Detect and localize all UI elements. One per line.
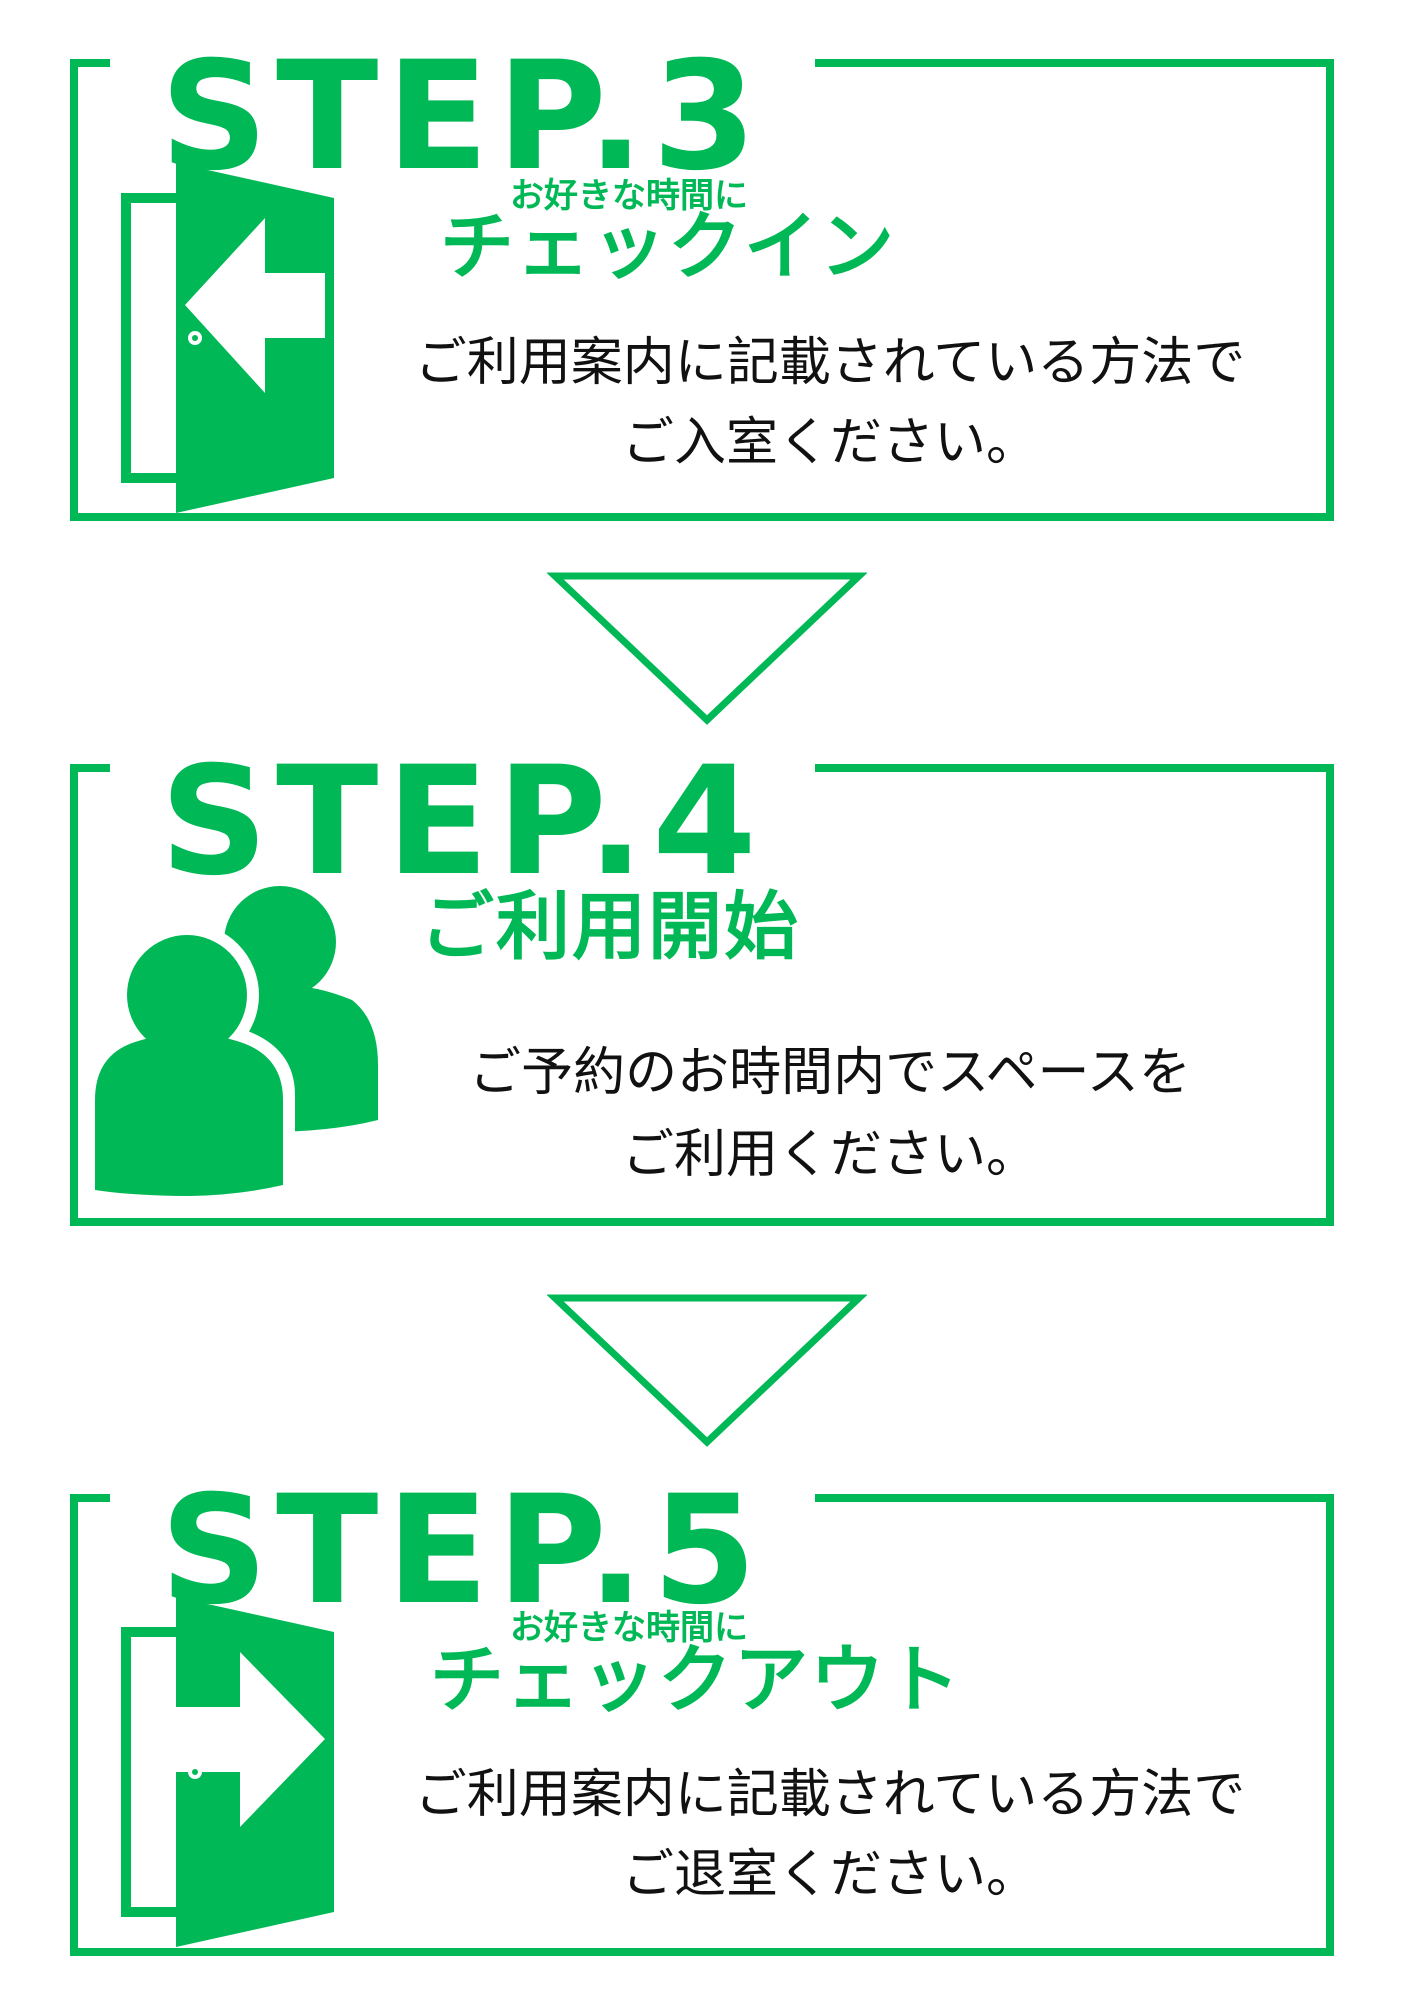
- step4-desc-line1: ご予約のお時間内でスペースを: [469, 1043, 1191, 1103]
- step5-subtitle: お好きな時間に: [510, 1608, 748, 1648]
- step5-label: STEP.5: [110, 1476, 815, 1626]
- step3-title: チェックイン: [440, 204, 896, 290]
- step4-title: ご利用開始: [420, 884, 800, 970]
- step4-desc-line2: ご利用ください。: [621, 1125, 1038, 1185]
- down-triangle-arrow-1: [547, 572, 867, 725]
- door-enter-icon: [121, 163, 334, 513]
- step5-title: チェックアウト: [430, 1637, 962, 1723]
- down-triangle-arrow-2: [547, 1294, 867, 1447]
- door-exit-icon: [121, 1597, 334, 1947]
- step3-subtitle: お好きな時間に: [510, 176, 748, 216]
- step3-desc-line2: ご入室ください。: [621, 413, 1038, 473]
- step3-label: STEP.3: [110, 42, 815, 192]
- step3-desc-line1: ご利用案内に記載されている方法で: [414, 333, 1246, 393]
- step5-desc-line2: ご退室ください。: [621, 1845, 1038, 1905]
- step4-label: STEP.4: [110, 747, 815, 897]
- users-icon: [90, 886, 378, 1200]
- step5-desc-line1: ご利用案内に記載されている方法で: [414, 1765, 1246, 1825]
